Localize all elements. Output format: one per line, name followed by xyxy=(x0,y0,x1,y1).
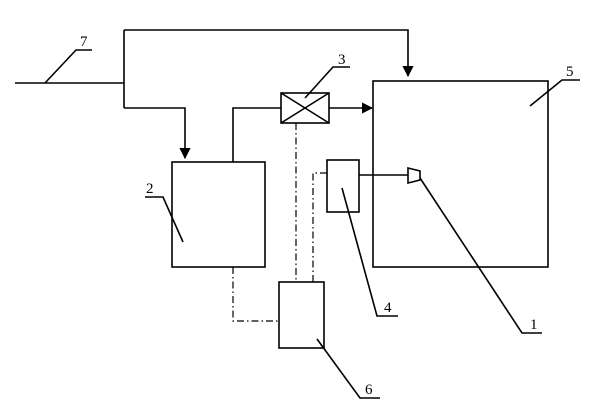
label-4: 4 xyxy=(384,300,392,316)
unit-4-box xyxy=(326,159,360,213)
label-5: 5 xyxy=(566,64,574,80)
leader-5 xyxy=(529,79,580,107)
leader-7 xyxy=(44,49,92,84)
supply-to-chamber-arrow xyxy=(124,29,414,78)
valve-3-box xyxy=(280,92,330,124)
leader-3 xyxy=(304,66,350,99)
control-line-unit6-to-unit4 xyxy=(312,172,327,282)
label-2: 2 xyxy=(146,181,154,197)
label-3: 3 xyxy=(338,52,346,68)
unit-2-box xyxy=(171,161,266,268)
control-line-unit2-to-unit6 xyxy=(232,267,279,322)
chamber-5-box xyxy=(372,80,549,268)
sensor-1-icon xyxy=(407,166,421,185)
supply-to-unit2-arrow xyxy=(124,107,191,160)
unit-6-box xyxy=(278,281,325,349)
unit2-to-valve-line xyxy=(232,107,281,162)
label-7: 7 xyxy=(80,34,88,50)
label-1: 1 xyxy=(530,317,538,333)
leader-2 xyxy=(145,196,184,243)
leader-1 xyxy=(419,177,542,334)
label-6: 6 xyxy=(365,382,373,398)
valve-3-cross-b xyxy=(280,92,330,124)
leader-4 xyxy=(341,187,398,317)
leader-6 xyxy=(316,338,380,399)
